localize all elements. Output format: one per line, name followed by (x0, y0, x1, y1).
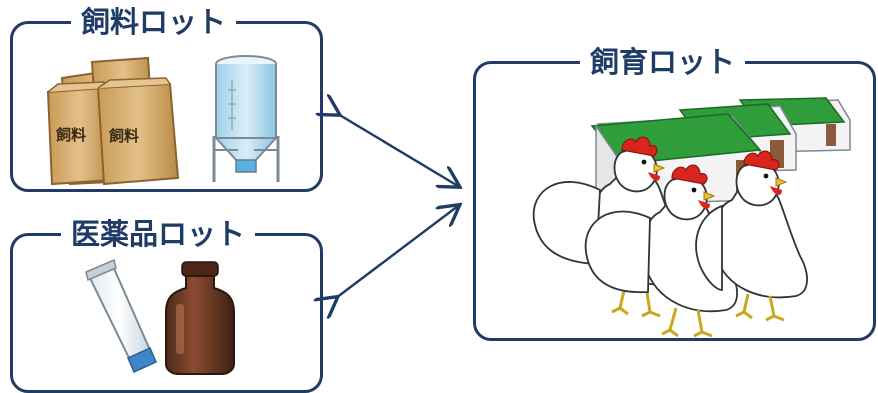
rearing-lot-title: 飼育ロット (580, 42, 746, 82)
illustration-layer: 飼料 飼料 (46, 55, 851, 375)
medicine-bottle-icon (165, 261, 235, 375)
poultry-house-icon (590, 97, 851, 207)
chicken-icon (695, 150, 808, 322)
medicine-lot-title: 医薬品ロット (61, 214, 256, 254)
feed-bag-label-2: 飼料 (108, 127, 139, 145)
feed-silo-icon (212, 55, 280, 182)
feed-to-rearing-arrow (338, 114, 458, 186)
feed-bags-icon: 飼料 飼料 (46, 56, 180, 186)
feed-lot-title: 飼料ロット (71, 2, 237, 42)
medicine-to-rearing-arrow (336, 206, 458, 298)
feed-bag-label-1: 飼料 (55, 126, 86, 144)
ointment-tube-icon (85, 258, 157, 373)
